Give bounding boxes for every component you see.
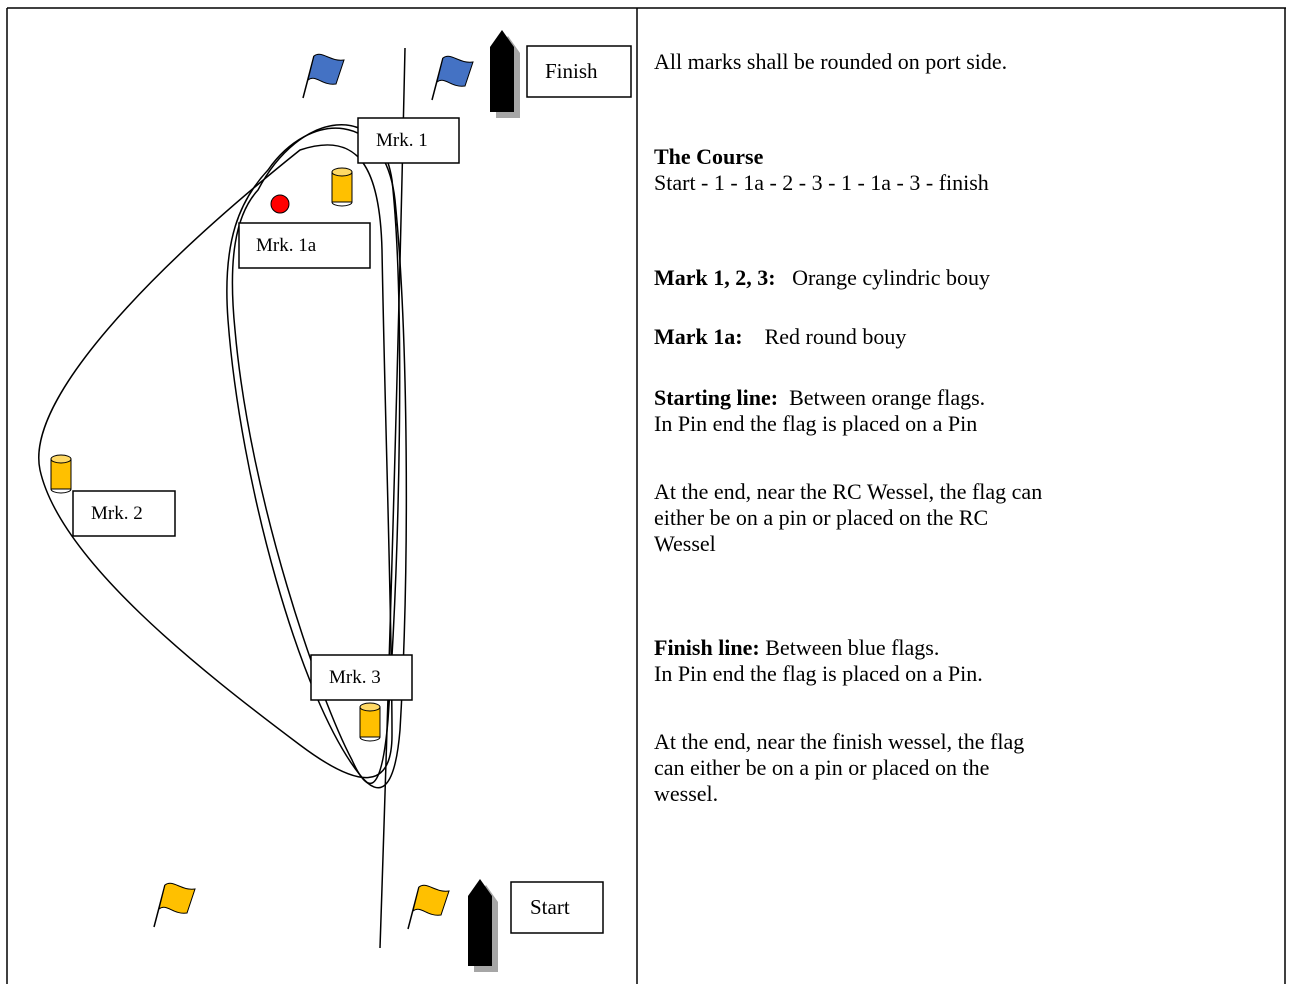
- course-heading: The Course: [654, 144, 764, 169]
- course-loop-outer: [38, 144, 393, 779]
- mark3-label-box: [310, 654, 413, 701]
- finish-label-box: [526, 45, 632, 98]
- mark123-label: Mark 1, 2, 3:: [654, 265, 776, 290]
- course-loop-middle: [226, 127, 408, 789]
- finish-line-pin: In Pin end the flag is placed on a Pin.: [654, 661, 983, 686]
- mark2-label-box: [72, 490, 176, 537]
- finish-end-line3: wessel.: [654, 781, 719, 806]
- mark1a-desc: Red round bouy: [764, 324, 907, 349]
- mark1a-label-box: [238, 222, 371, 269]
- blue-flag-icon: [431, 55, 474, 101]
- start-end-line2: either be on a pin or placed on the RC: [654, 505, 989, 530]
- mark2-label: Mrk. 2: [91, 503, 143, 524]
- orange-flag-icon: [153, 882, 196, 928]
- mark123-desc: Orange cylindric bouy: [792, 265, 991, 290]
- orange-cylinder-buoy-icon: [50, 454, 72, 494]
- mark1-label-box: [357, 117, 460, 164]
- finish-line-label: Finish line:: [654, 635, 760, 660]
- intro-text: All marks shall be rounded on port side.: [654, 49, 1008, 74]
- starting-line-pin: In Pin end the flag is placed on a Pin: [654, 411, 978, 436]
- red-round-buoy-icon: [270, 194, 290, 214]
- mark123-line: Mark 1, 2, 3: Orange cylindric bouy: [654, 265, 990, 291]
- mark1a-label: Mrk. 1a: [256, 235, 317, 256]
- finish-line-desc: Between blue flags.: [765, 635, 940, 660]
- finish-label: Finish: [545, 59, 598, 83]
- starting-line-line: Starting line: Between orange flags.: [654, 385, 985, 411]
- finish-line-line: Finish line: Between blue flags.: [654, 635, 939, 661]
- starting-line-label: Starting line:: [654, 385, 779, 410]
- finish-end-line1: At the end, near the finish wessel, the …: [654, 729, 1025, 754]
- course-line: [379, 47, 406, 949]
- start-end-line1: At the end, near the RC Wessel, the flag…: [654, 479, 1043, 504]
- starting-line-desc: Between orange flags.: [789, 385, 986, 410]
- mark1a-line: Mark 1a: Red round bouy: [654, 324, 906, 350]
- mark1a-label: Mark 1a:: [654, 324, 743, 349]
- orange-flag-icon: [407, 884, 450, 930]
- start-label-box: [510, 881, 604, 934]
- course-loop-inner: [231, 124, 401, 784]
- start-label: Start: [530, 895, 570, 919]
- mark1-label: Mrk. 1: [376, 130, 428, 151]
- orange-cylinder-buoy-icon: [359, 702, 381, 742]
- course-sequence: Start - 1 - 1a - 2 - 3 - 1 - 1a - 3 - fi…: [654, 170, 989, 195]
- mark3-label: Mrk. 3: [329, 667, 381, 688]
- orange-cylinder-buoy-icon: [331, 167, 353, 207]
- blue-flag-icon: [302, 53, 345, 99]
- finish-boat-icon: [490, 30, 520, 118]
- start-boat-icon: [468, 879, 498, 972]
- finish-end-line2: can either be on a pin or placed on the: [654, 755, 990, 780]
- start-end-line3: Wessel: [654, 531, 716, 556]
